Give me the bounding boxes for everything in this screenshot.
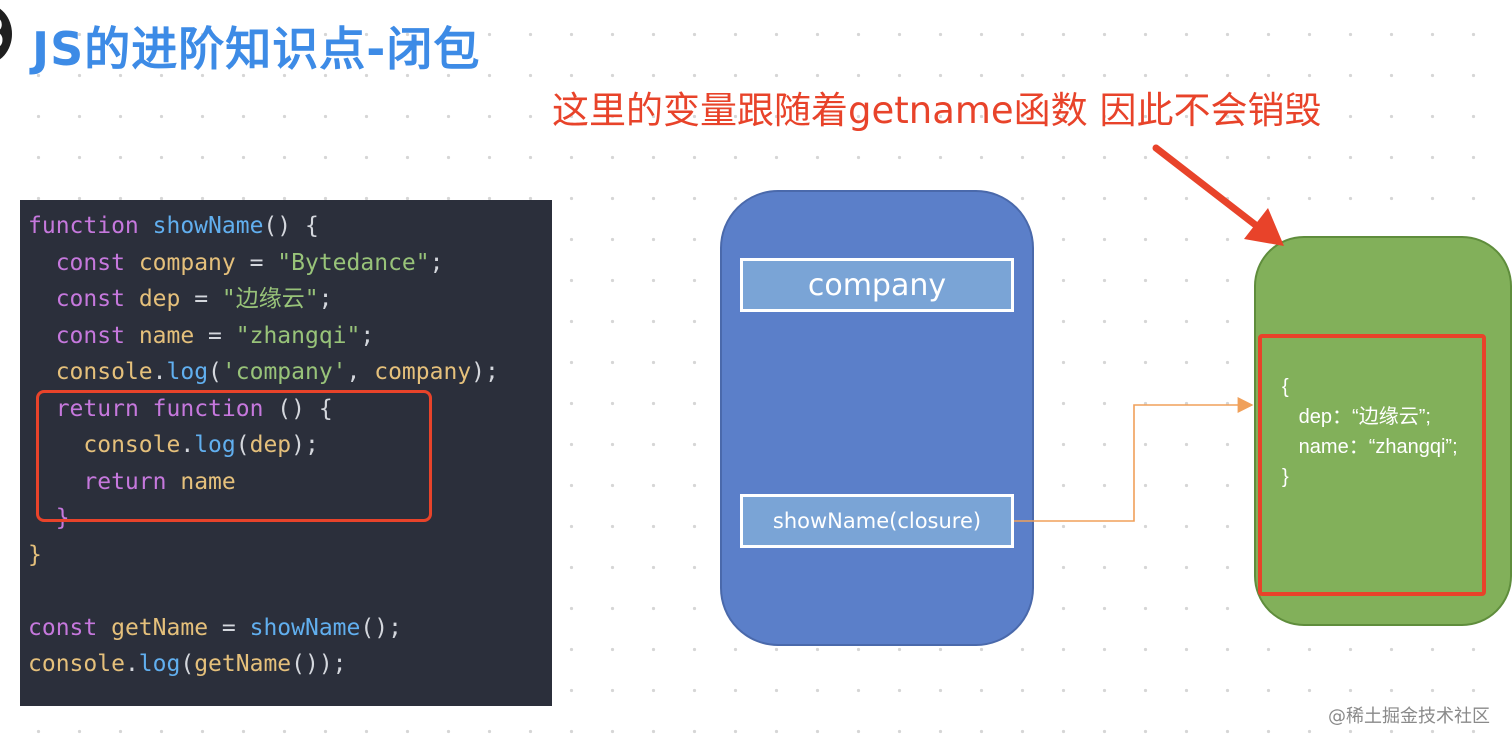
company-variable-label: company <box>807 267 947 303</box>
code-token: console <box>83 432 181 458</box>
code-token: getName <box>194 651 292 677</box>
code-token: log <box>194 432 236 458</box>
code-line: const getName = showName(); <box>28 610 552 647</box>
code-line: } <box>28 500 552 537</box>
code-token: getName <box>111 614 209 641</box>
code-token: const <box>55 286 125 312</box>
code-token: const <box>55 249 125 276</box>
code-block: function showName() { const company = "B… <box>28 208 552 683</box>
code-token: ); <box>471 359 499 385</box>
section-number: 3 <box>0 9 6 60</box>
code-token: "边缘云" <box>221 286 319 312</box>
code-token: . <box>180 432 195 458</box>
code-line: return name <box>28 464 552 501</box>
code-token: showName <box>249 614 361 641</box>
closure-function-box: showName(closure) <box>740 494 1014 548</box>
code-token: = <box>194 322 236 349</box>
code-line: console.log(getName()); <box>28 646 552 683</box>
code-line: } <box>28 537 552 574</box>
code-token: const <box>28 614 98 641</box>
closure-scope-container <box>1254 236 1512 626</box>
code-token: ( <box>208 359 222 385</box>
code-highlight-box <box>36 390 432 522</box>
code-token: ( <box>235 432 250 458</box>
closure-highlight-box <box>1258 334 1486 596</box>
annotation-arrow-shaft <box>1152 144 1266 234</box>
code-token: } <box>55 505 70 531</box>
code-token: (); <box>360 614 402 641</box>
code-token: 'company' <box>221 359 347 385</box>
code-token: dep <box>138 286 181 312</box>
code-token: ( <box>180 651 195 677</box>
page-title: JS的进阶知识点-闭包 <box>32 22 481 76</box>
code-line: console.log('company', company); <box>28 354 552 391</box>
code-token: , <box>346 359 375 385</box>
code-token: name <box>138 322 195 349</box>
code-line: console.log(dep); <box>28 427 552 464</box>
annotation-arrow-head <box>1244 208 1284 246</box>
code-token: function <box>152 395 264 422</box>
code-token: () { <box>263 213 319 239</box>
code-token: "Bytedance" <box>277 249 430 276</box>
closure-content: { dep：“边缘云”; name：“zhangqi”; } <box>1282 376 1458 488</box>
code-token: ; <box>318 286 333 312</box>
company-variable-box: company <box>740 258 1014 312</box>
code-token: log <box>166 359 209 385</box>
code-token: ); <box>291 432 319 458</box>
code-token: function <box>28 213 139 239</box>
code-token: console <box>55 359 153 385</box>
connector-arrow <box>1014 397 1254 522</box>
code-token: dep <box>249 432 292 458</box>
code-token: return <box>55 395 139 422</box>
code-token: . <box>152 359 167 385</box>
code-token: name <box>180 468 236 495</box>
code-panel: function showName() { const company = "B… <box>20 200 552 706</box>
code-token: = <box>208 614 250 641</box>
code-token: } <box>28 541 42 568</box>
code-token: = <box>235 249 278 276</box>
code-token: return <box>83 468 167 495</box>
code-line: const dep = "边缘云"; <box>28 281 552 318</box>
code-token: company <box>374 359 472 385</box>
annotation-text: 这里的变量跟随着getname函数 因此不会销毁 <box>552 89 1322 132</box>
code-line: function showName() { <box>28 208 552 245</box>
code-token: ()); <box>291 651 347 677</box>
code-token: showName <box>152 213 264 239</box>
code-token: () { <box>263 395 333 422</box>
code-token: ; <box>360 322 375 349</box>
code-token: log <box>138 651 181 677</box>
closure-function-label: showName(closure) <box>772 509 982 533</box>
code-token: "zhangqi" <box>235 322 361 349</box>
code-line: return function () { <box>28 391 552 428</box>
code-token: company <box>138 249 236 276</box>
code-token: console <box>28 651 125 677</box>
code-line: const company = "Bytedance"; <box>28 245 552 282</box>
code-token: . <box>124 651 139 677</box>
code-line: const name = "zhangqi"; <box>28 318 552 355</box>
code-token: const <box>55 322 125 349</box>
code-token: = <box>180 286 222 312</box>
code-token: ; <box>429 249 444 276</box>
watermark: @稀土掘金技术社区 <box>1328 706 1490 727</box>
